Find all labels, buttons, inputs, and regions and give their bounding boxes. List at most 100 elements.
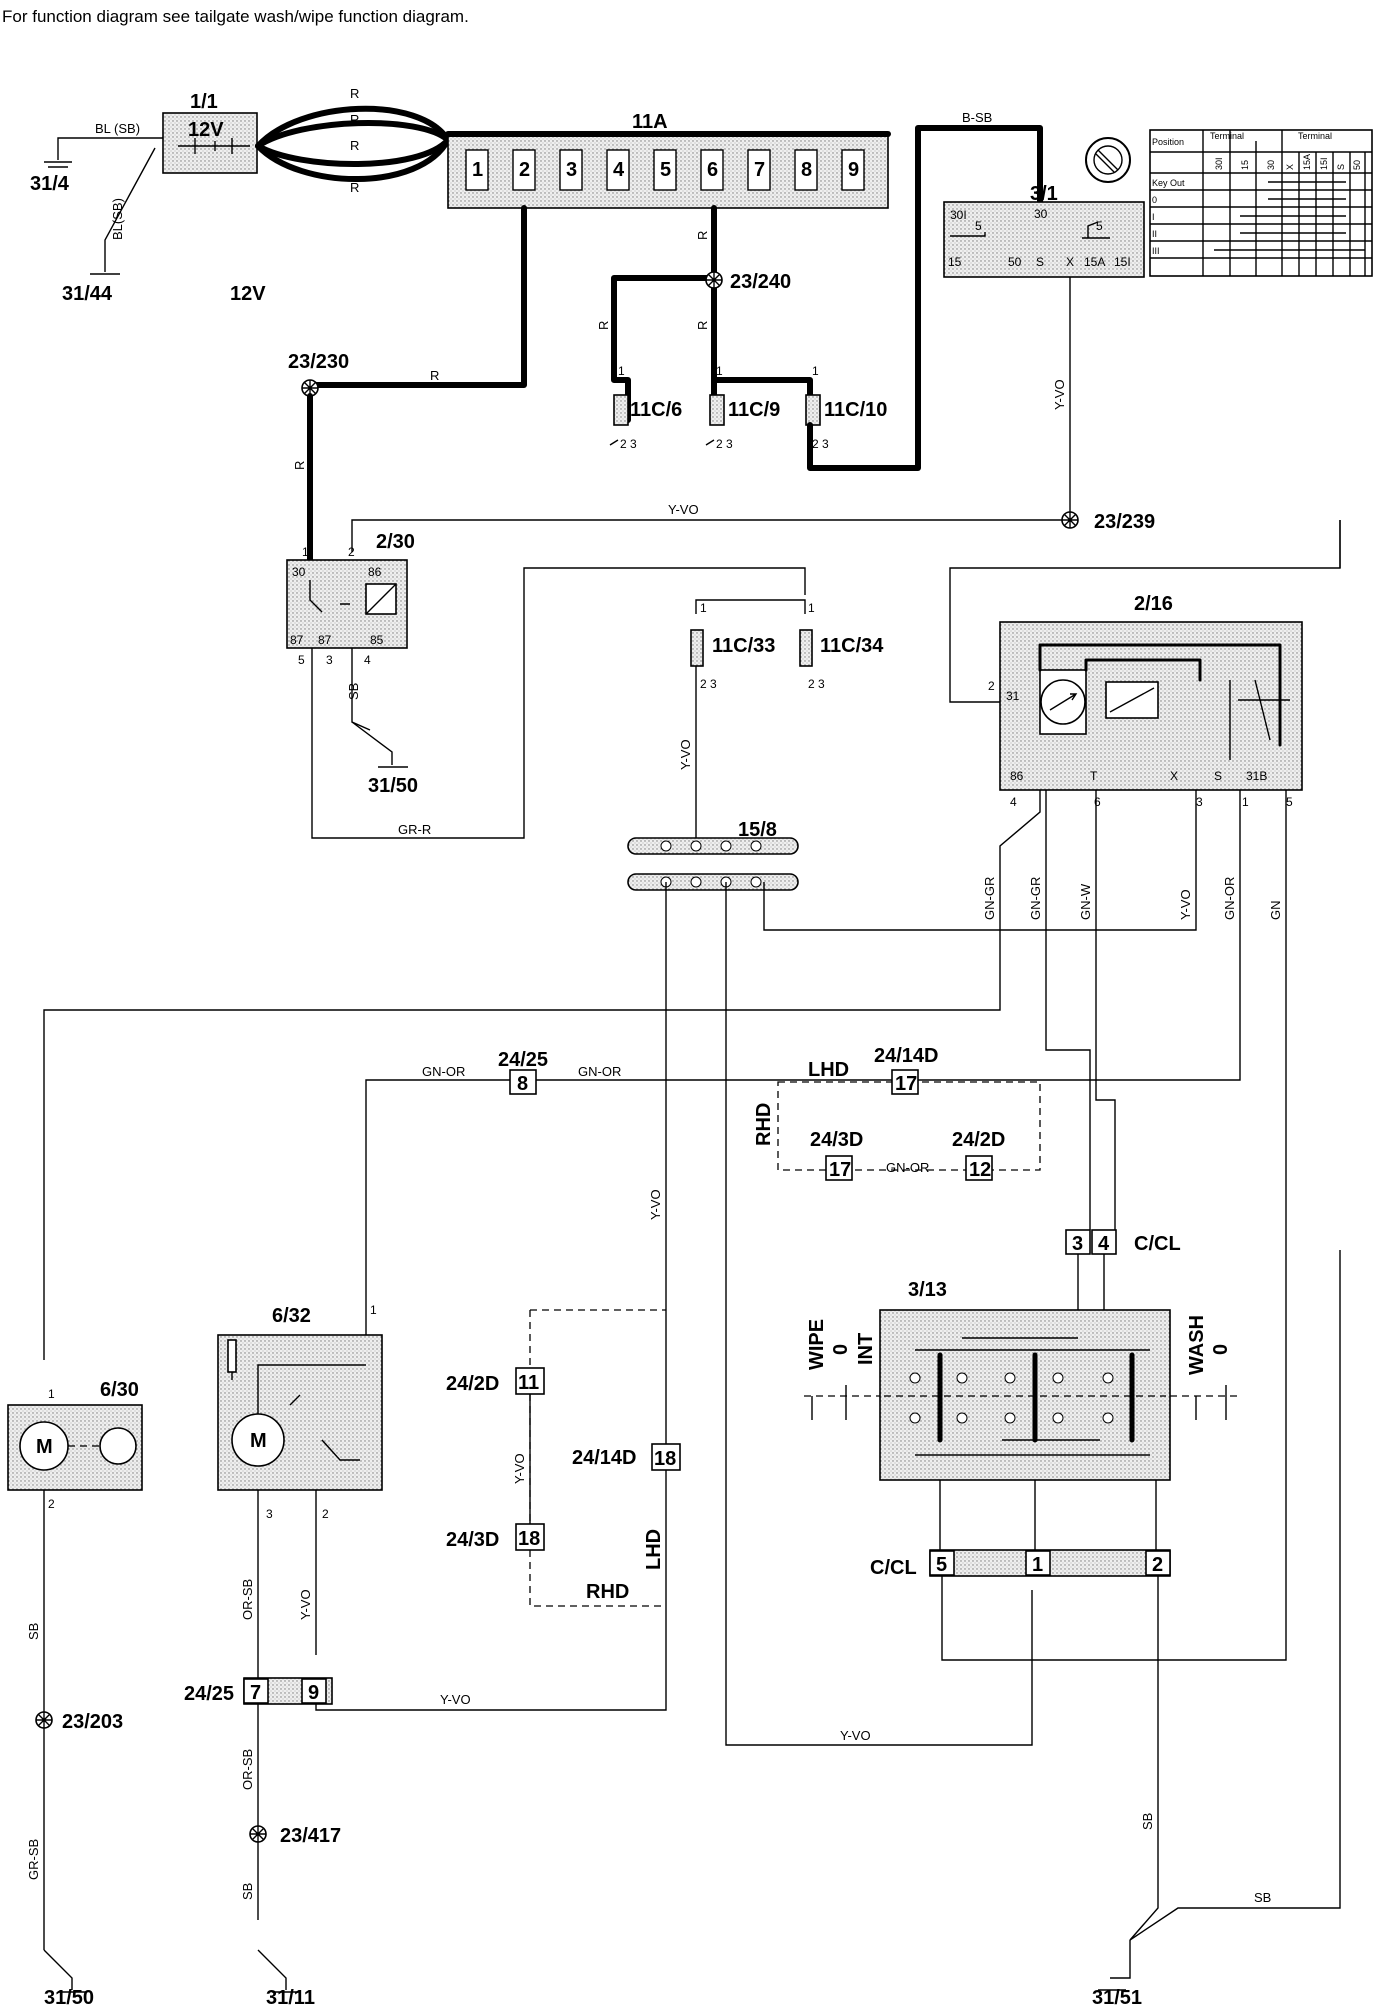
terminal-table: Position Terminal Terminal 30I 15 30 X 1… xyxy=(1149,129,1373,277)
svg-text:X: X xyxy=(1170,769,1178,783)
splice-23-239 xyxy=(1061,511,1079,529)
ignition-label: 3/1 xyxy=(1030,183,1058,205)
svg-text:5: 5 xyxy=(975,219,982,233)
splice-23-240-label: 23/240 xyxy=(730,271,791,293)
svg-text:1: 1 xyxy=(812,364,819,378)
fuse-number-8: 8 xyxy=(801,159,812,181)
c-cl-label-b: C/CL xyxy=(870,1557,917,1579)
fuse-11C-34-label: 11C/34 xyxy=(820,635,884,657)
splice-23-203 xyxy=(35,1711,53,1729)
wire-gn-or-2: GN-OR xyxy=(422,1064,465,1079)
wire-r3: R xyxy=(350,138,359,153)
svg-text:1: 1 xyxy=(302,545,309,559)
svg-text:Terminal: Terminal xyxy=(1298,131,1332,141)
svg-text:17: 17 xyxy=(829,1159,851,1181)
svg-text:T: T xyxy=(1090,769,1098,783)
svg-text:S: S xyxy=(1214,769,1222,783)
relay-2-30-label: 2/30 xyxy=(376,531,415,553)
wire-gn-w: GN-W xyxy=(1078,883,1093,920)
wire-y-vo-6: Y-VO xyxy=(440,1692,471,1707)
svg-text:3: 3 xyxy=(326,653,333,667)
svg-text:11: 11 xyxy=(518,1372,539,1394)
splice-23-240 xyxy=(705,271,723,289)
wire-r1: R xyxy=(350,86,359,101)
connector-15-8: 15/8 xyxy=(627,819,799,891)
svg-text:2: 2 xyxy=(988,679,995,693)
ground-31-11-label: 31/11 xyxy=(266,1987,315,2009)
ground-31-50-bottom: 31/50 xyxy=(43,1949,94,2009)
svg-text:3: 3 xyxy=(266,1507,273,1521)
fuse-box-11A-label: 11A xyxy=(632,111,668,133)
wire-gn: GN xyxy=(1268,901,1283,921)
module-2-16-label: 2/16 xyxy=(1134,593,1173,615)
svg-text:4: 4 xyxy=(364,653,371,667)
svg-text:1: 1 xyxy=(618,364,625,378)
motor-6-32: 6/32 M 1 3 2 xyxy=(217,1303,383,1521)
connector-c-cl-top: 3 4 C/CL xyxy=(1065,1229,1181,1255)
lhd-rhd-box-bottom: 24/2D 11 24/14D 18 24/3D 18 Y-VO LHD RHD xyxy=(446,1309,681,1607)
battery-cables: R R R R xyxy=(255,86,451,195)
svg-text:5: 5 xyxy=(936,1554,947,1576)
wire-sb-2: SB xyxy=(1140,1813,1155,1830)
svg-text:15I: 15I xyxy=(1319,157,1329,170)
conn-24-25-label-a: 24/25 xyxy=(498,1049,548,1071)
wire-r2: R xyxy=(350,112,359,127)
conn-24-14D-label-a: 24/14D xyxy=(874,1045,939,1067)
wire-gn-or-1: GN-OR xyxy=(1222,877,1237,920)
lhd-rhd-box-top: LHD RHD 24/14D 17 24/3D 17 24/2D 12 GN-O… xyxy=(753,1045,1041,1181)
wire-bl-sb: BL (SB) xyxy=(95,121,140,136)
svg-text:30: 30 xyxy=(1034,207,1048,221)
switch-3-13-label: 3/13 xyxy=(908,1279,947,1301)
motor-m-1: M xyxy=(36,1436,53,1458)
svg-text:1: 1 xyxy=(370,1303,377,1317)
wire-gn-gr-2: GN-GR xyxy=(1028,877,1043,920)
fuse-number-1: 1 xyxy=(472,159,483,181)
svg-text:50: 50 xyxy=(1008,255,1022,269)
svg-text:5: 5 xyxy=(298,653,305,667)
svg-text:86: 86 xyxy=(1010,769,1024,783)
svg-text:50: 50 xyxy=(1352,160,1362,170)
wire-y-vo-4: Y-VO xyxy=(1178,889,1193,920)
wire-or-sb-1: OR-SB xyxy=(240,1579,255,1620)
wipe-label: WIPE xyxy=(806,1319,828,1370)
wire-bl-sb-v: BL(SB) xyxy=(110,198,125,240)
ground-31-51-label: 31/51 xyxy=(1092,1987,1142,2009)
motor-6-30: 6/30 M 1 2 xyxy=(7,1379,143,1511)
fuse-number-7: 7 xyxy=(754,159,765,181)
fuse-cell-4 xyxy=(606,149,630,191)
svg-text:0: 0 xyxy=(1152,195,1157,205)
svg-text:30: 30 xyxy=(1266,160,1276,170)
svg-text:III: III xyxy=(1152,246,1160,256)
ground-31-50-bottom-label: 31/50 xyxy=(44,1987,94,2009)
svg-text:S: S xyxy=(1336,164,1346,170)
header-note: For function diagram see tailgate wash/w… xyxy=(2,7,469,26)
wire-r6: R xyxy=(695,231,710,240)
fuse-number-4: 4 xyxy=(613,159,625,181)
connector-15-8-label: 15/8 xyxy=(738,819,777,841)
svg-text:3: 3 xyxy=(1072,1233,1083,1255)
svg-text:5: 5 xyxy=(1286,795,1293,809)
wash-label: WASH xyxy=(1186,1315,1208,1375)
wire-r7: R xyxy=(596,321,611,330)
svg-text:30I: 30I xyxy=(950,208,967,222)
wire-b-sb: B-SB xyxy=(962,110,992,125)
svg-text:Key Out: Key Out xyxy=(1152,178,1185,188)
battery-label: 1/1 xyxy=(190,91,218,113)
fuse-number-2: 2 xyxy=(519,159,530,181)
ground-31-11: 31/11 xyxy=(257,1949,315,2009)
wire-y-vo-9: Y-VO xyxy=(512,1453,527,1484)
splice-23-203-label: 23/203 xyxy=(62,1711,123,1733)
battery-1-1 xyxy=(162,112,258,174)
fuse-cell-1 xyxy=(465,149,489,191)
wire-sb-3: SB xyxy=(26,1623,41,1640)
svg-text:6: 6 xyxy=(1094,795,1101,809)
fuse-number-5: 5 xyxy=(660,159,671,181)
svg-text:31B: 31B xyxy=(1246,769,1267,783)
fuse-11C-6-label: 11C/6 xyxy=(630,399,682,421)
splice-23-230-label: 23/230 xyxy=(288,351,349,373)
svg-text:S: S xyxy=(1036,255,1044,269)
wire-y-vo-1: Y-VO xyxy=(1052,379,1067,410)
svg-text:1: 1 xyxy=(48,1387,55,1401)
connector-24-25-bottom: 24/25 7 9 xyxy=(184,1677,333,1705)
